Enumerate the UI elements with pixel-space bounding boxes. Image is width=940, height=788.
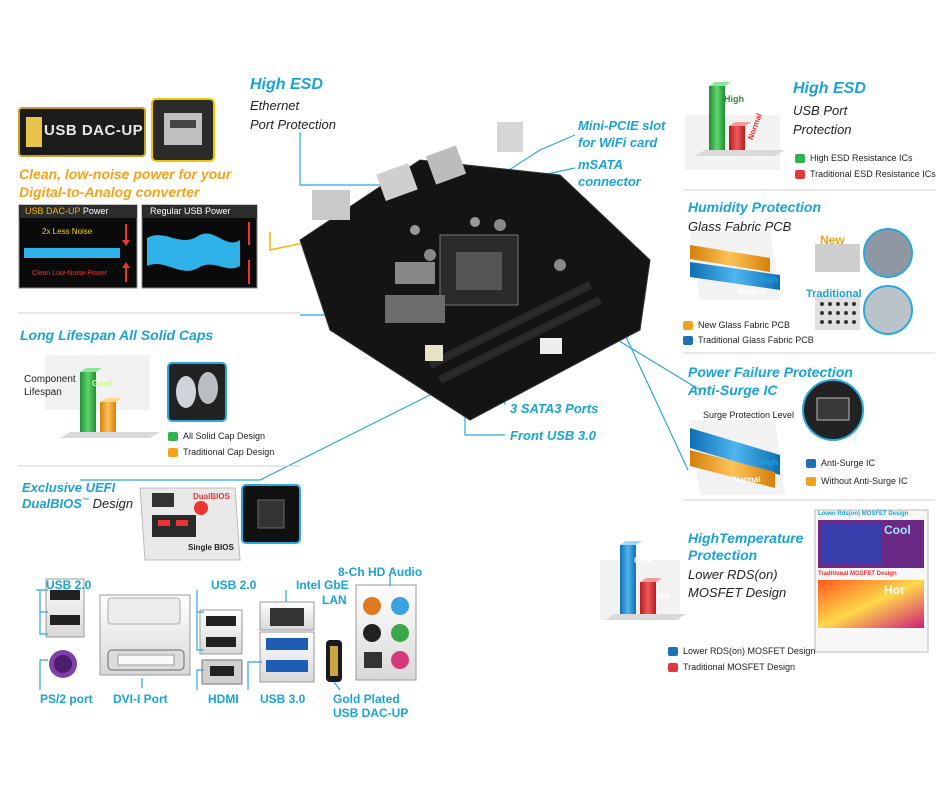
usb-dac-up-tagline-1: Clean, low-noise power for your [19,166,232,182]
legend-swatch [668,662,678,672]
temp-legend-lower: Lower RDS(on) MOSFET Design [668,646,815,656]
bios-title-tm: ™ [81,497,89,505]
caps-axis-label-1: Component [24,374,76,385]
bios-title-1: Exclusive UEFI [22,480,116,495]
legend-label: New Glass Fabric PCB [698,320,791,330]
bios-title-2: DualBIOS™ Design [22,496,133,511]
io-usb20-right-label: USB 2.0 [211,578,257,592]
temp-line-2: MOSFET Design [688,585,787,600]
legend-swatch [168,447,178,457]
humidity-new-label: New [820,233,845,247]
usb-esd-legend-high: High ESD Resistance ICs [795,153,913,163]
io-dac-label-1: Gold Plated [333,692,400,706]
eth-esd-title: High ESD [250,76,323,93]
legend-label: Traditional Cap Design [183,447,275,457]
sata-ports-label: 3 SATA3 Ports [510,401,599,416]
caps-legend-traditional: Traditional Cap Design [168,447,274,457]
dac-chart-noise-label: 2x Less Noise [42,227,93,236]
usb-dac-up-tagline-2: Digital-to-Analog converter [19,184,200,200]
temp-legend-traditional: Traditional MOSFET Design [668,662,795,672]
humidity-subtitle: Glass Fabric PCB [688,219,792,234]
msata-line-2: connector [578,174,641,189]
io-hdmi-label: HDMI [208,692,239,706]
humidity-title: Humidity Protection [688,199,822,215]
dac-chart-title: USB DAC-UP Power [25,206,108,216]
caps-title: Long Lifespan All Solid Caps [20,327,214,343]
temp-title-1: HighTemperature [688,530,804,546]
power-surge-level-label: Surge Protection Level [703,410,795,420]
humidity-legend-new: New Glass Fabric PCB [683,320,790,330]
humidity-traditional-label: Traditional [806,288,862,300]
front-usb-label: Front USB 3.0 [510,428,596,443]
io-audio-label: 8-Ch HD Audio [338,565,423,579]
power-bar-high-label: High [760,458,778,467]
humidity-bar-high-label: High [760,275,778,284]
motherboard-image [299,122,651,421]
usb-esd-bar-high-label: High [724,94,744,104]
bios-single-label: Single BIOS [188,543,234,552]
usb-esd-line-2: Protection [793,122,852,137]
io-dac-label-2: USB DAC-UP [333,706,409,720]
temp-bar-hot-label: Hot [656,592,670,601]
legend-swatch [168,431,178,441]
io-gbe-label-1: Intel GbE [296,578,349,592]
legend-swatch [683,320,693,330]
io-panel-image [45,578,417,685]
io-dvi-label: DVI-I Port [113,692,168,706]
legend-swatch [668,646,678,656]
caps-legend-solid: All Solid Cap Design [168,431,265,441]
legend-label: Anti-Surge IC [821,458,876,468]
bios-title-brand: DualBIOS [22,496,82,511]
regular-usb-chart-title: Regular USB Power [150,206,231,216]
dac-chart-bottom-label: Clean Low-Noise Power [32,270,108,277]
bios-title-suffix: Design [88,496,134,511]
power-title-2: Anti-Surge IC [688,382,778,398]
temp-box-cool: Cool [884,523,911,537]
legend-label: High ESD Resistance ICs [810,153,913,163]
usb-esd-legend-traditional: Traditional ESD Resistance ICs [795,169,936,179]
power-legend-without: Without Anti-Surge IC [806,476,908,486]
humidity-bar-normal-label: Normal [738,287,766,296]
usb-esd-line-1: USB Port [793,103,848,118]
dac-chart-title-suffix: Power [80,206,109,216]
legend-swatch [806,458,816,468]
temp-title-2: Protection [688,547,758,563]
eth-esd-line-2: Port Protection [250,117,336,132]
legend-swatch [795,153,805,163]
mini-pcie-line-2: for WiFi card [578,135,658,150]
msata-line-1: mSATA [578,157,624,172]
legend-label: Traditional MOSFET Design [683,662,796,672]
power-bar-normal-label: Normal [733,475,761,484]
temp-box-title-2: Traditional MOSFET Design [818,571,897,577]
usb-dac-up-logo: USB DAC-UP [44,122,144,139]
legend-swatch [683,335,693,345]
caps-bar-good-label: Good [92,379,113,388]
dac-chart-title-brand: USB DAC-UP [25,206,81,216]
io-gbe-label-2: LAN [322,593,347,607]
bios-dual-label: DualBIOS [193,492,230,501]
mini-pcie-line-1: Mini-PCIE slot [578,118,666,133]
caps-bar-normal-label: Normal [118,420,146,429]
usb-esd-title: High ESD [793,80,866,97]
temp-box-hot: Hot [884,583,904,597]
legend-swatch [806,476,816,486]
caps-axis-label-2: Lifespan [24,387,62,398]
legend-label: Traditional ESD Resistance ICs [810,169,936,179]
power-legend-anti-surge: Anti-Surge IC [806,458,875,468]
legend-swatch [795,169,805,179]
io-usb20-left-label: USB 2.0 [46,578,92,592]
humidity-legend-traditional: Traditional Glass Fabric PCB [683,335,814,345]
temp-bar-cool-label: Cool [634,556,652,565]
temp-line-1: Lower RDS(on) [688,567,778,582]
legend-label: Lower RDS(on) MOSFET Design [683,646,816,656]
legend-label: Traditional Glass Fabric PCB [698,335,814,345]
legend-label: All Solid Cap Design [183,431,266,441]
io-usb30-label: USB 3.0 [260,692,306,706]
io-ps2-label: PS/2 port [40,692,93,706]
legend-label: Without Anti-Surge IC [821,476,908,486]
eth-esd-line-1: Ethernet [250,98,300,113]
power-title-1: Power Failure Protection [688,364,853,380]
temp-box-title-1: Lower Rds(on) MOSFET Design [818,511,909,517]
